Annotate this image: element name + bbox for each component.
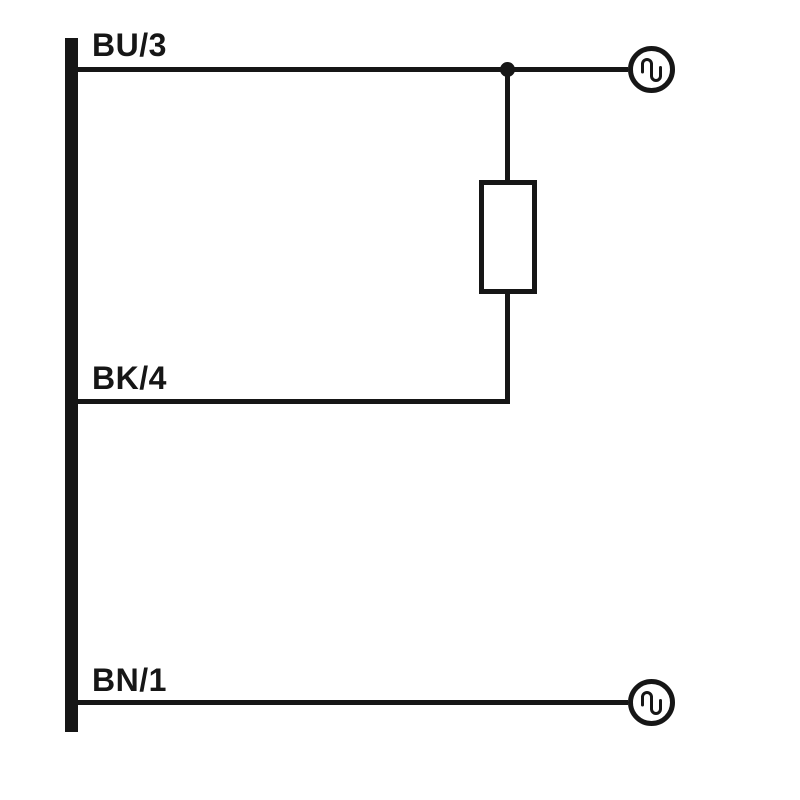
- signal-wave-icon: [641, 58, 662, 82]
- signal-terminal-top: [628, 46, 675, 93]
- resistor-lead-bottom: [505, 290, 510, 402]
- wire-label-bu3: BU/3: [92, 27, 167, 63]
- signal-wave-icon: [641, 691, 662, 715]
- wire-bk4: [78, 399, 510, 404]
- wire-bu3: [78, 67, 628, 72]
- load-resistor-symbol: [479, 180, 537, 294]
- connector-bus-bar: [65, 38, 78, 732]
- wire-bn1: [78, 700, 628, 705]
- wire-label-bn1: BN/1: [92, 662, 167, 698]
- junction-dot: [500, 62, 515, 77]
- signal-terminal-bottom: [628, 679, 675, 726]
- wire-label-bk4: BK/4: [92, 360, 167, 396]
- resistor-lead-top: [505, 69, 510, 184]
